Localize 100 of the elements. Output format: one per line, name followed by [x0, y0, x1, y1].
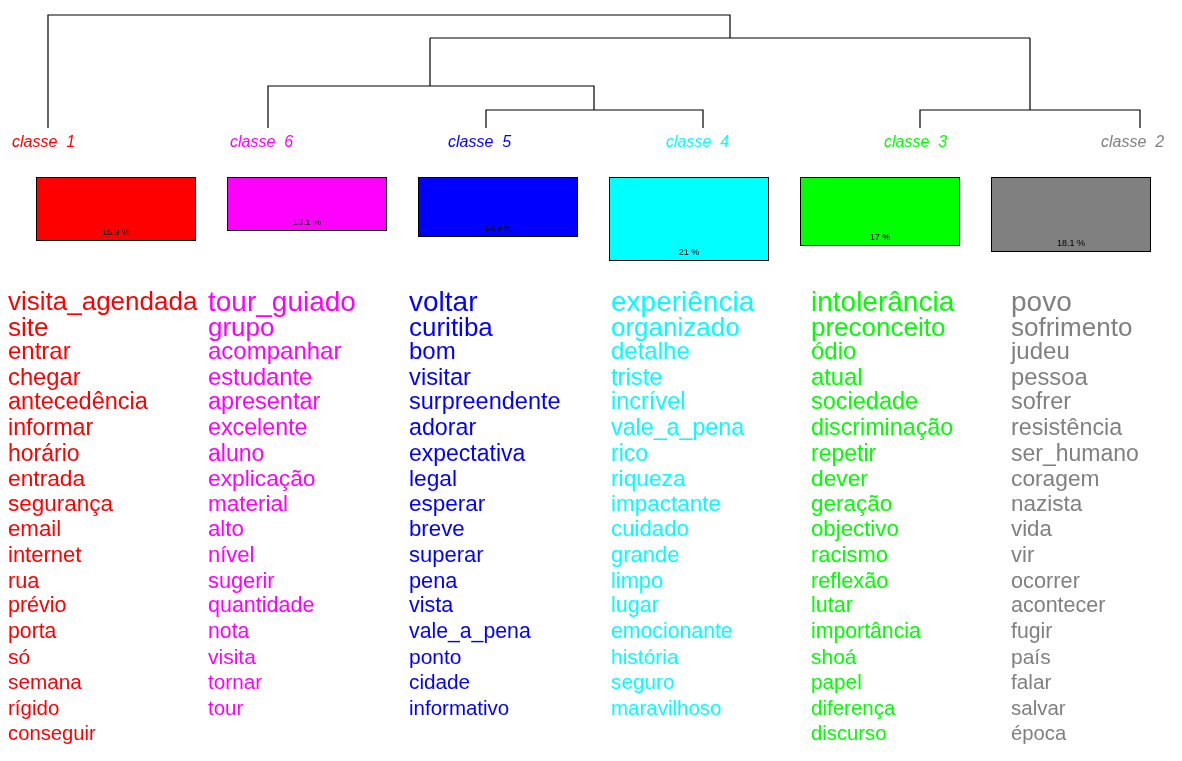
- class-word: atual: [811, 364, 863, 389]
- class-word: tour: [208, 697, 244, 719]
- class-label: classe 2: [1101, 133, 1165, 151]
- class-word: excelente: [208, 416, 308, 440]
- class-word: papel: [811, 672, 862, 693]
- class-word: cuidado: [611, 518, 689, 541]
- class-word: dever: [811, 467, 868, 490]
- class-word: impactante: [611, 492, 722, 516]
- class-bar: [991, 177, 1151, 252]
- class-word: ponto: [409, 646, 462, 668]
- class-word: lutar: [811, 595, 853, 617]
- class-label: classe 1: [12, 133, 76, 151]
- class-word: racismo: [811, 544, 888, 566]
- class-word: horário: [8, 441, 80, 465]
- class-word: vale_a_pena: [409, 620, 531, 643]
- class-label: classe 6: [230, 133, 294, 151]
- class-word: breve: [409, 518, 465, 541]
- class-word: país: [1011, 646, 1051, 668]
- class-word: grande: [611, 544, 680, 566]
- class-word: emocionante: [611, 620, 733, 643]
- class-word: salvar: [1011, 697, 1066, 719]
- percentage-label: 21 %: [677, 247, 701, 257]
- class-word: site: [8, 313, 49, 340]
- class-word: vale_a_pena: [611, 416, 745, 440]
- class-word: aluno: [208, 441, 265, 465]
- class-word: diferença: [811, 697, 896, 719]
- class-word: preconceito: [811, 313, 946, 340]
- class-word: intolerância: [811, 288, 955, 316]
- class-bar: [36, 177, 196, 241]
- class-word: falar: [1011, 672, 1052, 693]
- class-word: acontecer: [1011, 595, 1106, 617]
- class-word: discriminação: [811, 416, 954, 440]
- class-word: rígido: [8, 697, 60, 719]
- class-word: riqueza: [611, 467, 686, 490]
- class-word: vista: [409, 595, 454, 617]
- class-word: nazista: [1011, 492, 1083, 516]
- class-word: tornar: [208, 672, 263, 693]
- class-word: sociedade: [811, 390, 919, 414]
- class-word: segurança: [8, 492, 114, 516]
- class-word: legal: [409, 467, 458, 490]
- class-word: incrível: [611, 390, 686, 414]
- class-word: estudante: [208, 364, 313, 389]
- class-bar: [609, 177, 769, 261]
- class-word: limpo: [611, 569, 663, 592]
- class-word: alto: [208, 518, 244, 541]
- class-word: resistência: [1011, 416, 1123, 440]
- class-word: shoá: [811, 646, 857, 668]
- class-word: voltar: [409, 288, 478, 316]
- class-word: porta: [8, 620, 57, 643]
- class-word: só: [8, 646, 31, 668]
- class-word: geração: [811, 492, 893, 516]
- class-word: conseguir: [8, 723, 96, 744]
- class-bar: [227, 177, 387, 231]
- class-word: nota: [208, 620, 250, 643]
- class-word: antecedência: [8, 390, 148, 414]
- class-word: material: [208, 492, 289, 516]
- class-word: expectativa: [409, 441, 526, 465]
- class-word: email: [8, 518, 62, 541]
- class-word: coragem: [1011, 467, 1100, 490]
- class-word: objectivo: [811, 518, 899, 541]
- class-word: repetir: [811, 441, 877, 465]
- percentage-label: 15.9 %: [101, 227, 131, 237]
- class-word: pena: [409, 569, 458, 592]
- class-word: explicação: [208, 467, 316, 490]
- class-word: esperar: [409, 492, 486, 516]
- class-word: sofrer: [1011, 390, 1072, 414]
- class-word: vida: [1011, 518, 1052, 541]
- class-label: classe 3: [884, 133, 948, 151]
- class-word: rua: [8, 569, 40, 592]
- class-word: apresentar: [208, 390, 321, 414]
- class-word: tour_guiado: [208, 288, 356, 316]
- class-word: chegar: [8, 364, 81, 389]
- class-word: sugerir: [208, 569, 275, 592]
- class-word: bom: [409, 339, 456, 364]
- class-bar: [800, 177, 960, 246]
- percentage-label: 17 %: [868, 232, 892, 242]
- class-word: adorar: [409, 416, 477, 440]
- percentage-label: 18.1 %: [1056, 238, 1086, 248]
- class-word: nível: [208, 544, 255, 566]
- class-word: curitiba: [409, 313, 493, 340]
- class-word: discurso: [811, 723, 887, 744]
- class-word: reflexão: [811, 569, 889, 592]
- class-word: judeu: [1011, 339, 1070, 364]
- class-word: rico: [611, 441, 649, 465]
- class-word: maravilhoso: [611, 697, 722, 719]
- class-label: classe 4: [666, 133, 730, 151]
- class-word: triste: [611, 364, 663, 389]
- class-word: superar: [409, 544, 484, 566]
- class-bar: [418, 177, 578, 237]
- class-word: fugir: [1011, 620, 1053, 643]
- class-word: cidade: [409, 672, 471, 693]
- percentage-label: 13.1 %: [292, 217, 322, 227]
- class-word: visita: [208, 646, 256, 668]
- class-word: ocorrer: [1011, 569, 1080, 592]
- class-word: entrada: [8, 467, 86, 490]
- class-word: informar: [8, 416, 94, 440]
- class-word: visita_agendada: [8, 288, 198, 314]
- class-word: história: [611, 646, 679, 668]
- class-word: surpreendente: [409, 390, 561, 414]
- class-label: classe 5: [448, 133, 512, 151]
